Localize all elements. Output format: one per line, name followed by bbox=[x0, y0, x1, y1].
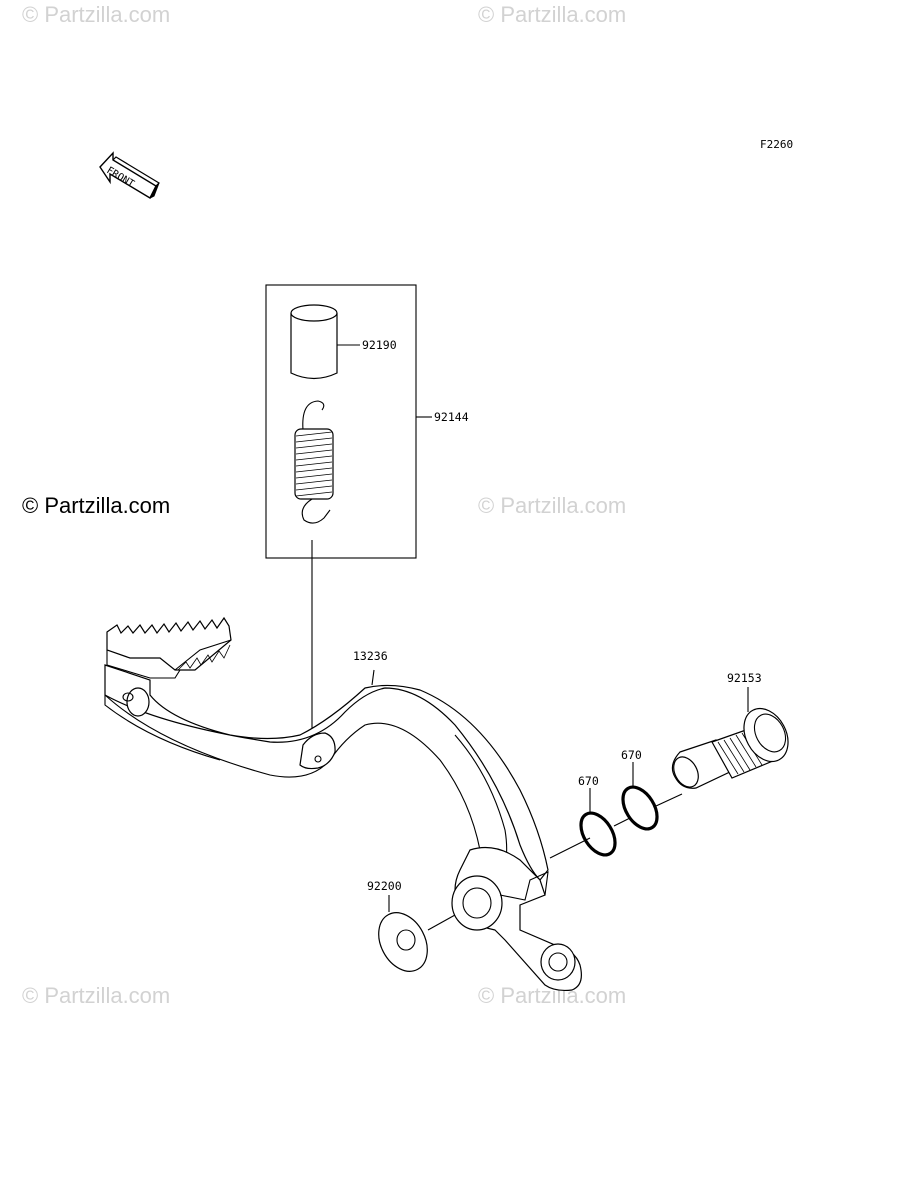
label-670-right[interactable]: 670 bbox=[621, 748, 642, 762]
sleeve-92190[interactable] bbox=[290, 304, 338, 380]
label-670-left[interactable]: 670 bbox=[578, 774, 599, 788]
watermark-bottom-left: © Partzilla.com bbox=[22, 983, 170, 1008]
watermark-mid-right: © Partzilla.com bbox=[478, 493, 626, 518]
label-13236[interactable]: 13236 bbox=[353, 649, 388, 663]
watermark-top-right: © Partzilla.com bbox=[478, 2, 626, 27]
axis-line-3 bbox=[655, 793, 683, 807]
axis-line-washer bbox=[427, 914, 456, 931]
watermark-mid-left: © Partzilla.com bbox=[22, 493, 170, 518]
front-arrow-icon: FRONT bbox=[99, 151, 160, 199]
o-ring-670-right[interactable] bbox=[616, 781, 664, 835]
o-ring-670-left[interactable] bbox=[574, 807, 622, 861]
watermark-top-left: © Partzilla.com bbox=[22, 2, 170, 27]
axis-line-1 bbox=[549, 837, 591, 859]
axis-line-2 bbox=[613, 817, 631, 827]
pivot-bolt-92153[interactable] bbox=[669, 701, 797, 791]
label-92144[interactable]: 92144 bbox=[434, 410, 469, 424]
kit-box-92144 bbox=[265, 284, 417, 559]
washer-92200[interactable] bbox=[369, 904, 437, 979]
spring-92144[interactable] bbox=[294, 400, 334, 524]
label-92153[interactable]: 92153 bbox=[727, 671, 762, 685]
brake-pedal-13236[interactable] bbox=[104, 616, 582, 992]
label-92200[interactable]: 92200 bbox=[367, 879, 402, 893]
leader-13236 bbox=[371, 669, 375, 686]
label-92190[interactable]: 92190 bbox=[362, 338, 397, 352]
diagram-code: F2260 bbox=[760, 138, 793, 151]
